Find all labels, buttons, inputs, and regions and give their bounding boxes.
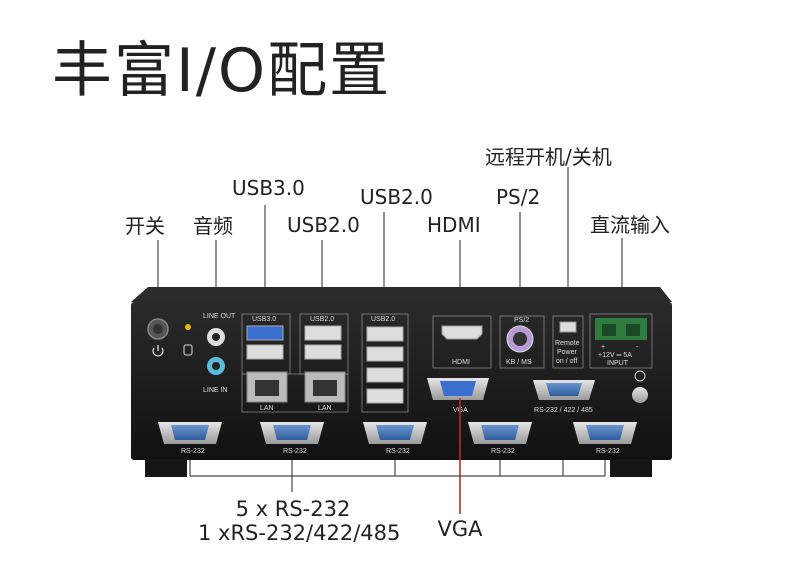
power-button (147, 318, 193, 357)
label-power-switch: 开关 (125, 214, 165, 238)
lan-a-text: LAN (260, 405, 274, 412)
usb20-a-text: USB2.0 (310, 316, 334, 323)
rs232-ports: RS-232 RS-232 RS-232 RS-232 RS-232 (158, 422, 637, 455)
label-usb30: USB3.0 (232, 176, 305, 200)
hdmi-text: HDMI (452, 359, 470, 366)
rs232-4-text: RS-232 (491, 448, 515, 455)
label-dc-input: 直流输入 (590, 213, 670, 237)
remote-power-port: Remote Power on / off (552, 315, 584, 369)
rs232-port-5: RS-232 (573, 422, 637, 455)
rs485-text: RS-232 / 422 / 485 (534, 407, 593, 414)
label-ps2: PS/2 (496, 185, 541, 209)
rs232-port-2: RS-232 (260, 422, 324, 455)
rs232-port-1: RS-232 (158, 422, 222, 455)
label-serial-line1: 5 x RS-232 (235, 497, 351, 521)
rs232-port-3: RS-232 (363, 422, 427, 455)
ps2-text: PS/2 (514, 317, 529, 324)
audio-jacks: LINE OUT LINE IN (203, 313, 236, 394)
label-remote-power: 远程开机/关机 (485, 145, 612, 169)
ps2-port: PS/2 KB / MS (499, 315, 545, 369)
plus-text: + (601, 344, 605, 351)
rs485-port: RS-232 / 422 / 485 (533, 380, 595, 414)
line-in-text: LINE IN (203, 387, 228, 394)
label-vga: VGA (437, 517, 483, 541)
remote2-text: Power (557, 349, 578, 356)
usb20-stack: USB2.0 (361, 313, 409, 413)
remote3-text: on / off (556, 358, 577, 365)
label-usb20-b: USB2.0 (360, 185, 433, 209)
label-hdmi: HDMI (427, 213, 481, 237)
kbms-text: KB / MS (506, 359, 532, 366)
rs232-port-4: RS-232 (468, 422, 532, 455)
page-title: 丰富I/O配置 (52, 36, 392, 106)
volt-text: +12V ═ 5A (598, 352, 632, 359)
line-out-text: LINE OUT (203, 313, 236, 320)
input-text: INPUT (607, 360, 629, 367)
hdmi-port: HDMI (432, 315, 492, 369)
rs232-1-text: RS-232 (181, 448, 205, 455)
rs232-5-text: RS-232 (596, 448, 620, 455)
lan-b-text: LAN (318, 405, 332, 412)
label-serial-line2: 1 xRS-232/422/485 (198, 521, 401, 545)
remote1-text: Remote (555, 340, 580, 347)
usb20-b-text: USB2.0 (371, 316, 395, 323)
label-usb20-a: USB2.0 (287, 213, 360, 237)
label-audio: 音频 (193, 214, 233, 238)
rs232-2-text: RS-232 (283, 448, 307, 455)
usb-lan-block: USB3.0 USB2.0 LAN LAN (241, 313, 349, 413)
rs232-3-text: RS-232 (386, 448, 410, 455)
minus-text: - (636, 344, 639, 351)
dc-input-port: + - +12V ═ 5A INPUT (589, 313, 653, 403)
usb30-text: USB3.0 (252, 316, 276, 323)
